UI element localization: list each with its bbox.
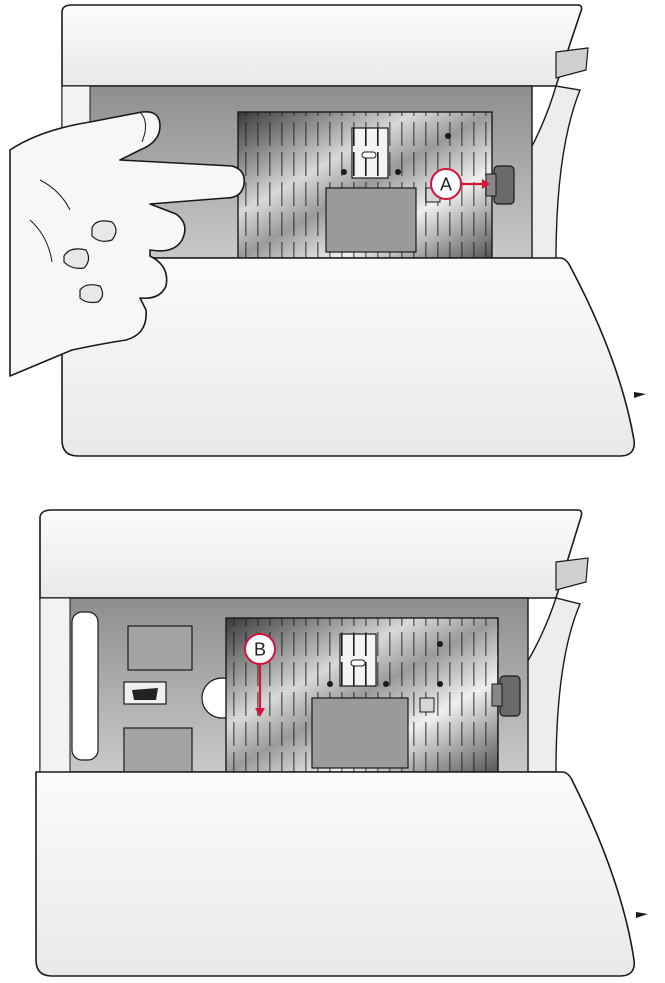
panel-step-2: B <box>35 509 648 977</box>
hand-illustration <box>9 110 246 377</box>
machine-front-cover <box>61 257 636 457</box>
machine-right-body <box>529 85 581 261</box>
machine-right-body <box>525 597 581 773</box>
machine-upper-cover <box>61 4 583 87</box>
tray-compartment <box>123 727 193 773</box>
release-button <box>493 165 515 205</box>
machine-front-cover <box>35 771 636 977</box>
callout-b: B <box>244 633 276 717</box>
machine-upper-cover <box>39 509 583 599</box>
callout-b-circle <box>244 633 276 665</box>
bobbin-cover-area <box>325 187 417 253</box>
bobbin-cover-area <box>311 697 409 769</box>
callout-a: A <box>430 168 490 200</box>
tray-compartment <box>127 625 193 671</box>
callout-a-label: A <box>440 175 452 195</box>
machine-side-knob <box>555 47 589 79</box>
panel-step-1: A <box>9 4 646 457</box>
callout-b-label: B <box>254 640 266 660</box>
callout-a-circle <box>430 168 462 200</box>
release-button <box>499 675 521 717</box>
machine-side-knob <box>555 557 589 591</box>
